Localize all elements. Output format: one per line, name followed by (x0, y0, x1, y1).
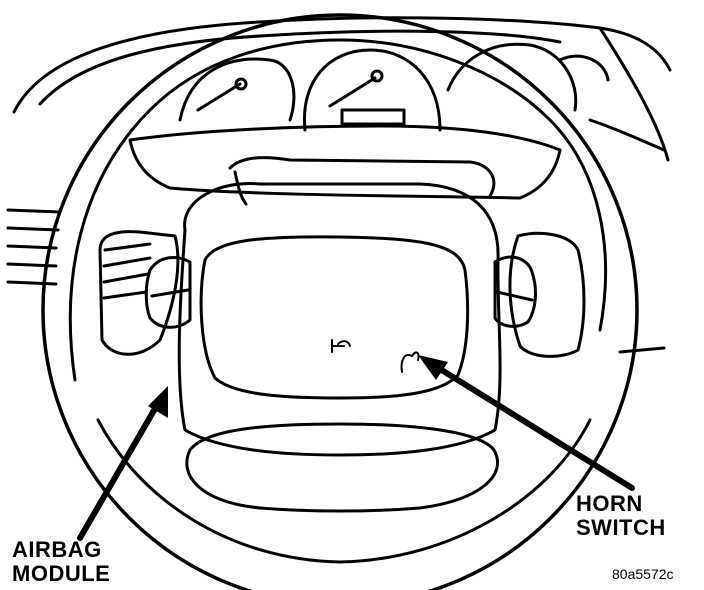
horn-pad (199, 235, 470, 400)
left-spoke (144, 256, 192, 329)
horn-symbol-icon (331, 339, 351, 353)
figure-code: 80a5572c (612, 566, 674, 582)
right-air-vent (508, 231, 586, 358)
steering-wheel-rim-outer (41, 13, 639, 590)
horn-switch-label: HORN SWITCH (576, 492, 666, 540)
instrument-hood (128, 124, 562, 200)
center-gauge-hub (370, 69, 384, 83)
dashboard-right-edge (598, 26, 670, 162)
left-gauge-needle (196, 82, 242, 112)
right-dash-edge (618, 346, 666, 354)
airbag-module-arrow (77, 386, 168, 541)
dashboard-lower-edge (588, 118, 666, 152)
airbag-module-label-line-1: AIRBAG (12, 537, 102, 562)
airbag-module-cover (177, 181, 502, 457)
horn-switch-mark (400, 351, 420, 373)
left-gauge (178, 57, 296, 122)
right-spoke (493, 255, 537, 328)
steering-wheel-rim-inner-top (68, 38, 608, 382)
airbag-module-label: AIRBAG MODULE (12, 538, 110, 586)
odometer-display (340, 108, 406, 126)
left-air-vent (98, 230, 180, 356)
horn-switch-arrow (418, 355, 635, 491)
steering-wheel-rim-inner-bottom (96, 418, 592, 564)
left-gauge-hub (234, 77, 248, 91)
right-gauge (446, 42, 578, 112)
lower-spoke-oval (185, 422, 500, 513)
far-right-gauge (558, 54, 610, 82)
column-shroud (228, 156, 496, 198)
center-gauge (302, 48, 442, 132)
center-gauge-needle (328, 76, 377, 108)
airbag-module-label-line-2: MODULE (12, 561, 111, 586)
dashboard-upper-edge (38, 29, 562, 106)
horn-switch-label-line-1: HORN (576, 491, 643, 516)
horn-switch-label-line-2: SWITCH (576, 515, 666, 540)
column-shroud-lower (233, 170, 248, 206)
